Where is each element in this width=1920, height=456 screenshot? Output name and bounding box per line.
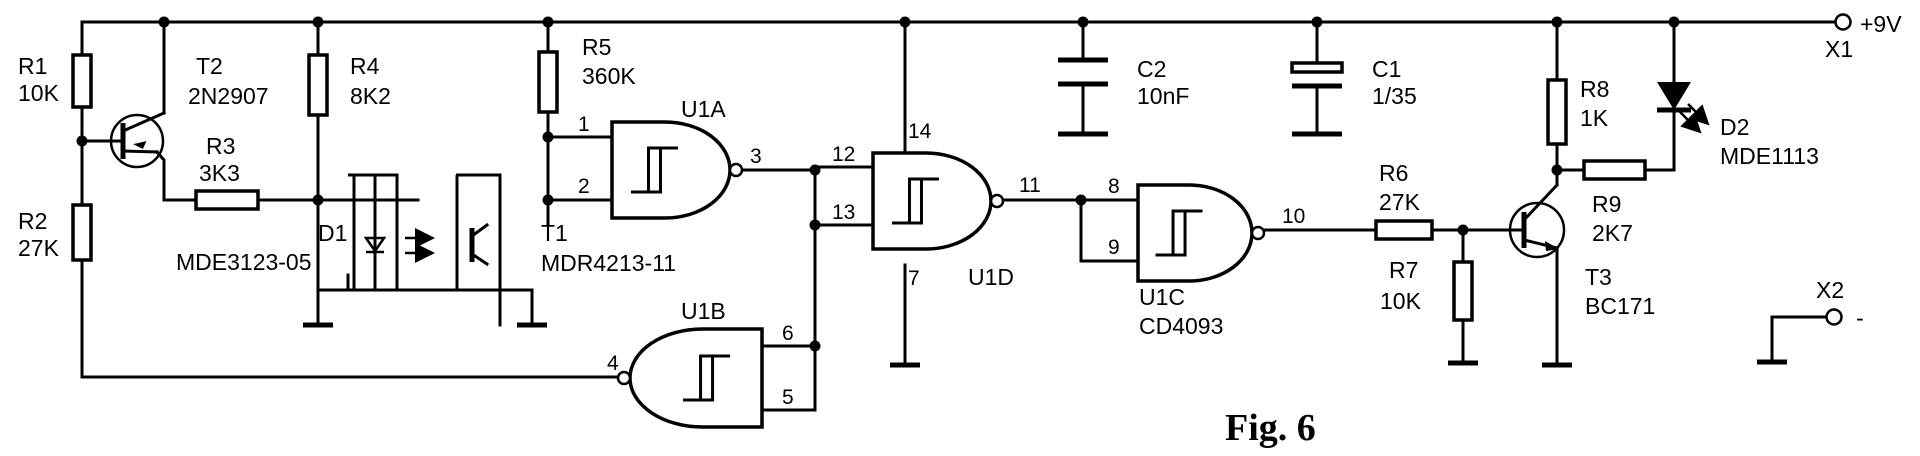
nand-gates: [610, 120, 1266, 429]
r6-value: 27K: [1379, 189, 1421, 215]
component-labels: R1 10K R2 27K T2 2N2907 R3 3K3 R4 8K2 R5…: [18, 11, 1902, 339]
pin-u1d-12: 12: [832, 143, 855, 166]
pin-u1a-3: 3: [750, 145, 762, 168]
c1-name: C1: [1372, 56, 1401, 82]
terminal-x2: [1825, 308, 1843, 326]
resistor-r5: [537, 50, 559, 114]
pin-u1d-13: 13: [832, 201, 855, 224]
r9-value: 2K7: [1592, 220, 1633, 246]
led-d2: [1657, 82, 1710, 134]
r4-value: 8K2: [350, 83, 391, 109]
r2-name: R2: [18, 208, 47, 234]
resistor-r7: [1452, 260, 1474, 322]
r1-name: R1: [18, 53, 47, 79]
r4-name: R4: [350, 53, 380, 79]
capacitor-c1: [1290, 61, 1344, 137]
t2-name: T2: [196, 53, 223, 79]
u1c-value: CD4093: [1139, 313, 1223, 339]
r2-value: 27K: [18, 235, 60, 261]
t1-value: MDR4213-11: [541, 250, 676, 276]
t1-name: T1: [541, 220, 568, 246]
c2-name: C2: [1137, 56, 1166, 82]
c1-value: 1/35: [1372, 83, 1417, 109]
d2-value: MDE1113: [1720, 143, 1819, 169]
pin-u1b-6: 6: [782, 322, 794, 345]
r9-name: R9: [1592, 191, 1621, 217]
d1-value: MDE3123-05: [176, 249, 312, 275]
resistor-r4: [307, 53, 329, 117]
transistor-t3: [1506, 182, 1566, 259]
r8-value: 1K: [1580, 105, 1609, 131]
d2-name: D2: [1720, 114, 1749, 140]
r8-name: R8: [1580, 76, 1609, 102]
junction-dots: [76, 16, 1680, 352]
figure-caption: Fig. 6: [1225, 407, 1316, 449]
r7-name: R7: [1389, 257, 1418, 283]
pin-u1d-14: 14: [908, 120, 932, 143]
wiring: [80, 20, 1838, 412]
gate-u1b: [616, 327, 764, 429]
u1a-name: U1A: [681, 96, 726, 122]
pin-u1d-7: 7: [908, 267, 920, 290]
u1c-name: U1C: [1139, 284, 1185, 310]
r3-name: R3: [206, 133, 235, 159]
gate-u1a: [610, 120, 744, 220]
pin-u1c-8: 8: [1108, 175, 1120, 198]
capacitor-c2: [1058, 57, 1108, 137]
t3-value: BC171: [1585, 293, 1655, 319]
pin-u1c-9: 9: [1108, 236, 1120, 259]
x1-name: X1: [1825, 36, 1853, 62]
c2-value: 10nF: [1137, 83, 1189, 109]
u1b-name: U1B: [681, 298, 726, 324]
d1-name: D1: [318, 220, 347, 246]
t3-name: T3: [1585, 264, 1612, 290]
r5-name: R5: [582, 34, 611, 60]
resistor-r9: [1582, 159, 1647, 181]
u1d-name: U1D: [968, 264, 1014, 290]
terminal-x1: [1834, 13, 1852, 31]
ground-symbols: [303, 322, 1787, 368]
r7-value: 10K: [1380, 288, 1422, 314]
resistor-r3: [194, 189, 260, 211]
pin-u1b-5: 5: [782, 386, 794, 409]
pin-numbers: 1 2 3 6 5 4 12 13 11 14 7 8 9 10: [578, 113, 1305, 409]
r3-value: 3K3: [199, 160, 240, 186]
pin-u1b-4: 4: [607, 352, 619, 375]
pin-u1a-1: 1: [578, 113, 590, 136]
resistor-r6: [1374, 219, 1434, 241]
pin-u1c-10: 10: [1282, 205, 1305, 228]
gate-u1c: [1136, 183, 1266, 283]
transistor-t2: [109, 111, 166, 169]
t2-value: 2N2907: [188, 83, 269, 109]
resistors: [71, 50, 1647, 322]
r5-value: 360K: [582, 63, 636, 89]
x1-value: +9V: [1860, 11, 1902, 37]
r1-value: 10K: [18, 80, 60, 106]
opto-coupler: [316, 173, 534, 327]
x2-value: -: [1856, 305, 1864, 331]
r6-name: R6: [1379, 160, 1408, 186]
pin-u1d-11: 11: [1019, 174, 1041, 197]
resistor-r2: [71, 203, 93, 262]
resistor-r8: [1546, 78, 1568, 146]
x2-name: X2: [1816, 277, 1844, 303]
resistor-r1: [71, 53, 93, 109]
gate-u1d: [871, 151, 1005, 251]
pin-u1a-2: 2: [578, 175, 590, 198]
